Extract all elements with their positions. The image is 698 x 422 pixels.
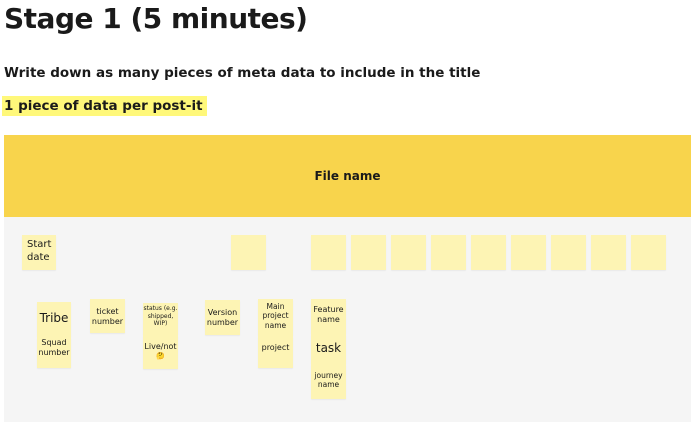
sticky-live-not[interactable]: Live/not 🤔 (143, 335, 178, 369)
sticky-label: Live/not (144, 342, 177, 351)
sticky-label: ticket number (91, 307, 124, 326)
sticky-blank[interactable] (431, 235, 466, 270)
sticky-label: task (315, 341, 342, 355)
sticky-label: Start date (27, 239, 52, 263)
sticky-label: Main project name (262, 302, 289, 330)
file-name-header: File name (4, 135, 691, 217)
sticky-journey-name[interactable]: journey name (311, 364, 346, 399)
sticky-blank[interactable] (551, 235, 586, 270)
sticky-label: journey name (314, 371, 343, 390)
header-label: File name (314, 169, 381, 183)
whiteboard: File name Start date Tribe Squad number … (4, 135, 691, 422)
sticky-label: status (e.g. shipped, WIP) (143, 305, 178, 327)
sticky-feature-name[interactable]: Feature name (311, 299, 346, 334)
sticky-task[interactable]: task (311, 334, 346, 364)
thinking-emoji-icon: 🤔 (156, 352, 165, 360)
sticky-blank[interactable] (311, 235, 346, 270)
sticky-ticket-number[interactable]: ticket number (90, 299, 125, 333)
sticky-main-project-name[interactable]: Main project name (258, 299, 293, 336)
instruction-text: Write down as many pieces of meta data t… (4, 65, 481, 81)
sticky-label: Squad number (38, 338, 70, 357)
sticky-blank[interactable] (231, 235, 266, 270)
sticky-blank[interactable] (471, 235, 506, 270)
sticky-blank[interactable] (391, 235, 426, 270)
sticky-blank[interactable] (511, 235, 546, 270)
highlighted-note: 1 piece of data per post-it (2, 96, 207, 116)
sticky-blank[interactable] (351, 235, 386, 270)
sticky-label: Tribe (39, 311, 69, 325)
sticky-squad-number[interactable]: Squad number (37, 337, 71, 368)
page-title: Stage 1 (5 minutes) (4, 2, 308, 35)
sticky-label: Feature name (313, 305, 344, 324)
sticky-label: project (261, 343, 290, 352)
sticky-blank[interactable] (631, 235, 666, 270)
sticky-blank[interactable] (591, 235, 626, 270)
sticky-start-date[interactable]: Start date (22, 235, 56, 270)
sticky-project[interactable]: project (258, 336, 293, 368)
sticky-status[interactable]: status (e.g. shipped, WIP) (143, 303, 178, 335)
sticky-tribe[interactable]: Tribe (37, 302, 71, 337)
sticky-version-number[interactable]: Version number (205, 300, 240, 335)
sticky-label: Version number (206, 308, 239, 327)
